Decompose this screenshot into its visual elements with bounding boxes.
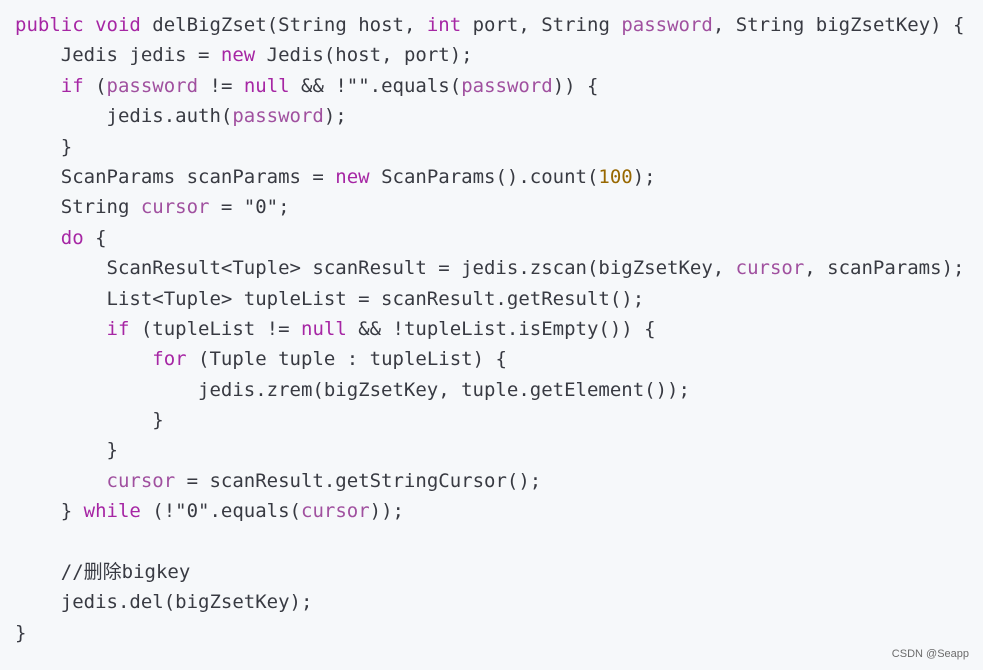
code-token: ); [632, 165, 656, 188]
code-token-var: password [461, 74, 553, 97]
code-token-kw: int [426, 14, 462, 36]
code-line: for (Tuple tuple : tupleList) { [15, 344, 983, 374]
code-token-kw: public [15, 14, 84, 36]
code-line: if (tupleList != null && !tupleList.isEm… [15, 314, 983, 344]
code-line: ScanParams scanParams = new ScanParams()… [15, 162, 983, 192]
code-token: { [83, 226, 107, 249]
code-token: jedis.zrem(bigZsetKey, tuple.getElement(… [15, 378, 690, 401]
code-line: Jedis jedis = new Jedis(host, port); [15, 40, 983, 70]
code-token: (Tuple tuple : tupleList) { [186, 348, 507, 371]
code-token [15, 470, 107, 492]
code-line: jedis.zrem(bigZsetKey, tuple.getElement(… [15, 375, 983, 405]
code-token: } [15, 500, 84, 523]
code-line: String cursor = "0"; [15, 192, 983, 222]
code-token: } [15, 409, 164, 432]
code-line: } [15, 435, 983, 465]
watermark: CSDN @Seapp [891, 648, 969, 660]
code-line: public void delBigZset(String host, int … [15, 10, 983, 40]
code-token: ScanParams scanParams = [15, 165, 336, 188]
code-token-cm: //删除bigkey [15, 561, 191, 584]
code-token: )) { [552, 74, 599, 97]
code-token: Jedis jedis = [15, 44, 221, 67]
code-token: jedis.auth( [15, 105, 233, 128]
code-token: (!"0".equals( [140, 500, 301, 523]
code-line: if (password != null && !"".equals(passw… [15, 71, 983, 101]
code-line [15, 527, 983, 557]
code-line: } [15, 618, 983, 648]
code-token [15, 75, 61, 97]
code-token-kw: null [301, 317, 347, 340]
code-line: do { [15, 223, 983, 253]
code-token: = scanResult.getStringCursor(); [175, 469, 542, 492]
code-token: ( [83, 74, 107, 97]
code-token: jedis.del(bigZsetKey); [15, 591, 313, 614]
code-token: && !tupleList.isEmpty()) { [346, 317, 656, 340]
code-line: List<Tuple> tupleList = scanResult.getRe… [15, 284, 983, 314]
code-token-var: cursor [301, 500, 370, 523]
code-token: )); [369, 500, 404, 523]
code-token: String [15, 196, 141, 219]
code-token: = "0"; [209, 196, 290, 219]
code-token: ScanResult<Tuple> scanResult = jedis.zsc… [15, 257, 736, 280]
code-token: port, String [461, 14, 622, 36]
code-token-kw: while [83, 500, 141, 523]
code-token: } [15, 439, 118, 462]
code-token: } [15, 621, 27, 644]
code-token [15, 348, 152, 370]
code-token-kw: void [95, 14, 141, 36]
code-line: jedis.auth(password); [15, 101, 983, 131]
code-token: ScanParams().count( [369, 165, 599, 188]
code-token-var: password [621, 14, 713, 36]
code-line: //删除bigkey [15, 557, 983, 587]
code-token-var: cursor [106, 469, 176, 492]
code-lines: public void delBigZset(String host, int … [15, 10, 983, 648]
code-token [84, 14, 95, 36]
code-line: } [15, 132, 983, 162]
code-token: Jedis(host, port); [255, 44, 473, 67]
code-token [15, 318, 107, 340]
code-token: delBigZset(String host, [140, 14, 427, 36]
code-token-kw: if [106, 317, 130, 340]
code-token-kw: do [60, 226, 84, 249]
code-token: (tupleList != [129, 317, 301, 340]
code-token-num: 100 [598, 165, 633, 188]
code-line: cursor = scanResult.getStringCursor(); [15, 466, 983, 496]
code-token-var: cursor [140, 196, 210, 219]
code-token-kw: if [60, 74, 84, 97]
code-token: , String bigZsetKey) { [712, 14, 965, 36]
code-line: ScanResult<Tuple> scanResult = jedis.zsc… [15, 253, 983, 283]
code-line: } while (!"0".equals(cursor)); [15, 496, 983, 526]
code-line: jedis.del(bigZsetKey); [15, 587, 983, 617]
code-token [15, 227, 61, 249]
code-token: != [198, 74, 244, 97]
code-token: } [15, 135, 73, 158]
code-token: , scanParams); [804, 257, 965, 280]
code-token: && !"".equals( [289, 74, 462, 97]
code-token-var: password [232, 105, 324, 128]
code-token-var: cursor [735, 257, 805, 280]
code-token-kw: new [220, 44, 256, 67]
code-token: List<Tuple> tupleList = scanResult.getRe… [15, 287, 645, 310]
code-token: ); [323, 105, 347, 128]
code-token-kw: null [243, 74, 290, 97]
code-token-kw: new [335, 165, 370, 188]
code-token-var: password [106, 74, 199, 97]
code-line: } [15, 405, 983, 435]
code-token-kw: for [152, 348, 187, 371]
